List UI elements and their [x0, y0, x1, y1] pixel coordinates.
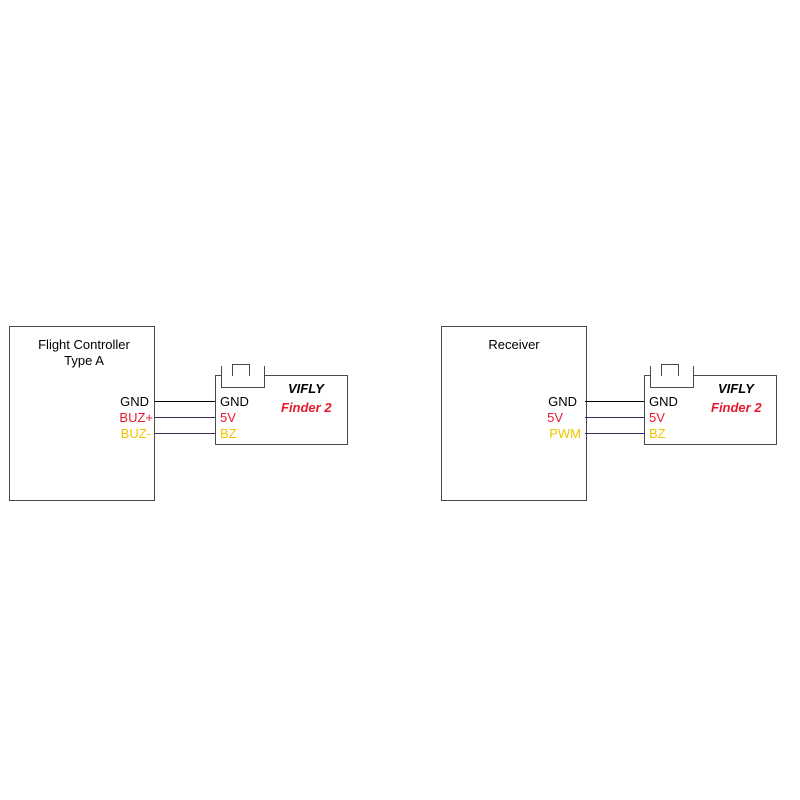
flight-controller-title: Flight Controller Type A — [9, 337, 159, 369]
right-module-pin-gnd-label: GND — [649, 394, 678, 409]
receiver-pin-gnd-label: GND — [548, 394, 577, 409]
flight-controller-title-line2: Type A — [64, 353, 104, 368]
right-wire-power — [585, 417, 645, 418]
right-module-model: Finder 2 — [711, 400, 762, 415]
left-module-pin-bz-label: BZ — [220, 426, 237, 441]
right-module-brand: VIFLY — [718, 381, 754, 396]
receiver-title: Receiver — [488, 337, 540, 352]
right-module-pin-bz-label: BZ — [649, 426, 666, 441]
receiver-pin-5v-label: 5V — [547, 410, 563, 425]
left-wire-signal — [155, 433, 216, 434]
left-module-brand: VIFLY — [288, 381, 324, 396]
right-wire-gnd — [585, 401, 645, 402]
right-module-connector-tab-icon — [661, 364, 679, 376]
left-wire-gnd — [155, 401, 216, 402]
right-module-pin-5v-label: 5V — [649, 410, 665, 425]
left-module-pin-5v-label: 5V — [220, 410, 236, 425]
receiver-pin-pwm-label: PWM — [549, 426, 581, 441]
right-wire-signal — [585, 433, 645, 434]
flight-controller-title-line1: Flight Controller — [38, 337, 130, 352]
fc-pin-gnd-label: GND — [120, 394, 149, 409]
left-module-pin-gnd-label: GND — [220, 394, 249, 409]
receiver-box — [441, 326, 587, 501]
left-module-connector-tab-icon — [232, 364, 250, 376]
left-module-model: Finder 2 — [281, 400, 332, 415]
left-wire-power — [155, 417, 216, 418]
fc-pin-buz-plus-label: BUZ+ — [119, 410, 153, 425]
fc-pin-buz-minus-label: BUZ- — [120, 426, 151, 441]
flight-controller-box — [9, 326, 155, 501]
